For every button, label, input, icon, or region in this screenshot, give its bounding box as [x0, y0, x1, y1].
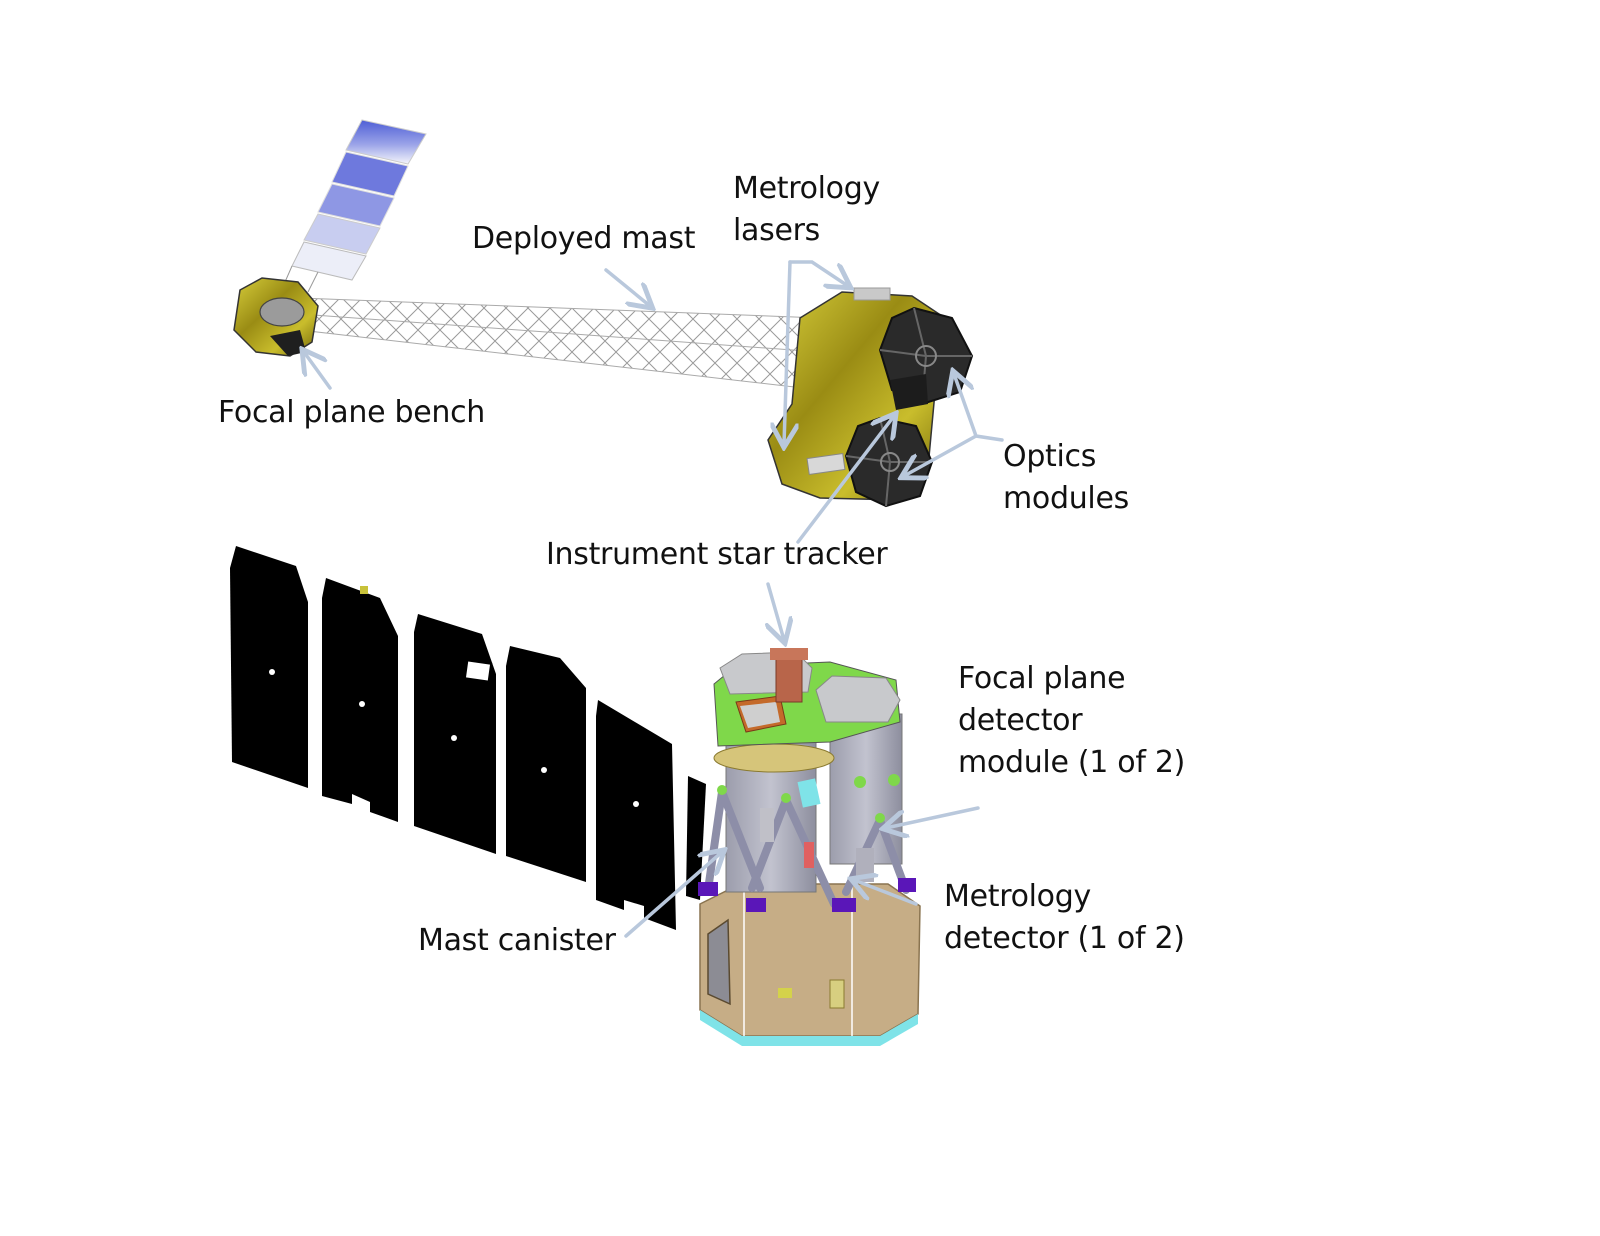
label-metrology-lasers-line-2: lasers [733, 213, 820, 248]
label-metrology-detector: Metrology detector (1 of 2) [944, 876, 1185, 960]
stowed-configuration [230, 546, 980, 1046]
stowed-panel-5 [596, 700, 676, 930]
label-optics-modules-line-2: modules [1003, 481, 1129, 516]
stowed-solar-panels [230, 546, 706, 930]
label-fpdm-line-2: detector [958, 703, 1083, 738]
label-optics-modules: Optics modules [1003, 436, 1129, 520]
arrow-focal-plane-bench [304, 352, 332, 390]
label-instrument-star-tracker: Instrument star tracker [546, 537, 888, 572]
optics-bench [767, 287, 974, 508]
label-metrology-detector-line-2: detector (1 of 2) [944, 921, 1185, 956]
label-fpdm-line-1: Focal plane [958, 661, 1126, 696]
stowed-panel-2 [322, 578, 398, 822]
deployed-configuration [233, 119, 1004, 544]
solar-array [284, 119, 427, 293]
label-deployed-mast: Deployed mast [472, 221, 696, 256]
label-mast-canister: Mast canister [418, 923, 616, 958]
label-metrology-lasers: Metrology lasers [733, 168, 880, 252]
arrow-metrology-laser-bottom [784, 260, 790, 444]
label-metrology-lasers-line-1: Metrology [733, 171, 880, 206]
arrow-optics-lower [904, 434, 978, 476]
focal-plane-module-cap [815, 675, 901, 723]
arrow-focal-plane-detector-module [886, 806, 980, 828]
arrow-mast-canister [624, 852, 722, 938]
arrow-metrology-detector [854, 880, 918, 906]
deployed-callout-arrows [304, 260, 1004, 544]
arrow-star-tracker-stowed [768, 582, 784, 640]
label-metrology-detector-line-1: Metrology [944, 879, 1091, 914]
deployed-mast [299, 297, 821, 391]
label-fpdm-line-3: module (1 of 2) [958, 745, 1186, 780]
stowed-panel-4 [506, 646, 586, 882]
arrow-star-tracker-deployed [796, 416, 894, 544]
label-optics-modules-line-1: Optics [1003, 439, 1097, 474]
stowed-panel-3 [414, 614, 496, 854]
stowed-panel-1 [230, 546, 308, 788]
instrument-stack [698, 648, 921, 1046]
focal-plane-bench [233, 277, 319, 357]
label-focal-plane-detector-module: Focal plane detector module (1 of 2) [958, 658, 1185, 784]
stowed-callout-arrows [624, 582, 980, 938]
arrow-deployed-mast [604, 268, 650, 306]
spacecraft-bus [699, 883, 921, 1037]
arrow-metrology-laser-top [788, 260, 848, 286]
label-focal-plane-bench: Focal plane bench [218, 395, 485, 430]
